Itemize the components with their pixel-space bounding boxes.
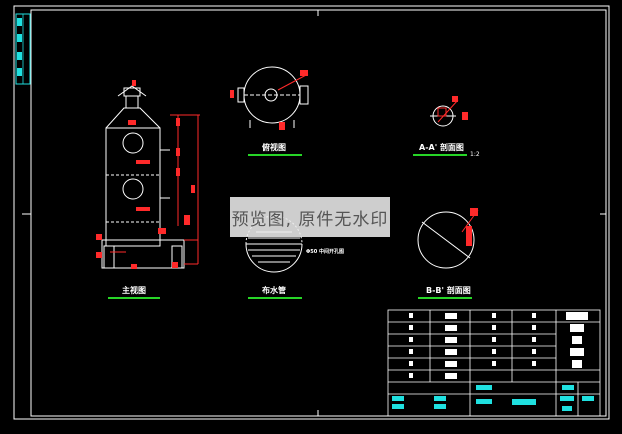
spray-pipe-label: 布水管	[262, 286, 286, 295]
top-view-underline	[248, 154, 302, 156]
main-view-tower	[101, 85, 185, 269]
section-aa-scale: 1:2	[470, 151, 480, 158]
title-block-cyan-marks	[392, 385, 594, 411]
section-aa-label: A-A' 剖面图	[419, 143, 464, 152]
section-bb-view	[417, 211, 475, 269]
section-bb-underline	[418, 297, 472, 299]
section-bb-label: B-B' 剖面图	[426, 286, 471, 295]
main-view-label: 主视图	[122, 286, 146, 295]
main-view-dimensions	[96, 80, 200, 269]
drawing-frame	[13, 5, 610, 420]
top-view-dimensions	[230, 70, 309, 130]
top-view-label: 俯视图	[262, 143, 286, 152]
section-bb-dimensions	[461, 208, 479, 246]
top-view	[237, 66, 309, 128]
binding-strip	[15, 13, 31, 85]
main-view-underline	[108, 297, 160, 299]
spray-pipe-note: Φ50 中间开孔图	[306, 249, 344, 255]
title-block-text-marks	[409, 312, 588, 379]
section-aa-dimensions	[437, 96, 468, 123]
preview-watermark: 预览图, 原件无水印	[230, 197, 390, 237]
section-aa-underline	[413, 154, 467, 156]
title-block	[387, 309, 601, 417]
spray-pipe-underline	[248, 297, 302, 299]
